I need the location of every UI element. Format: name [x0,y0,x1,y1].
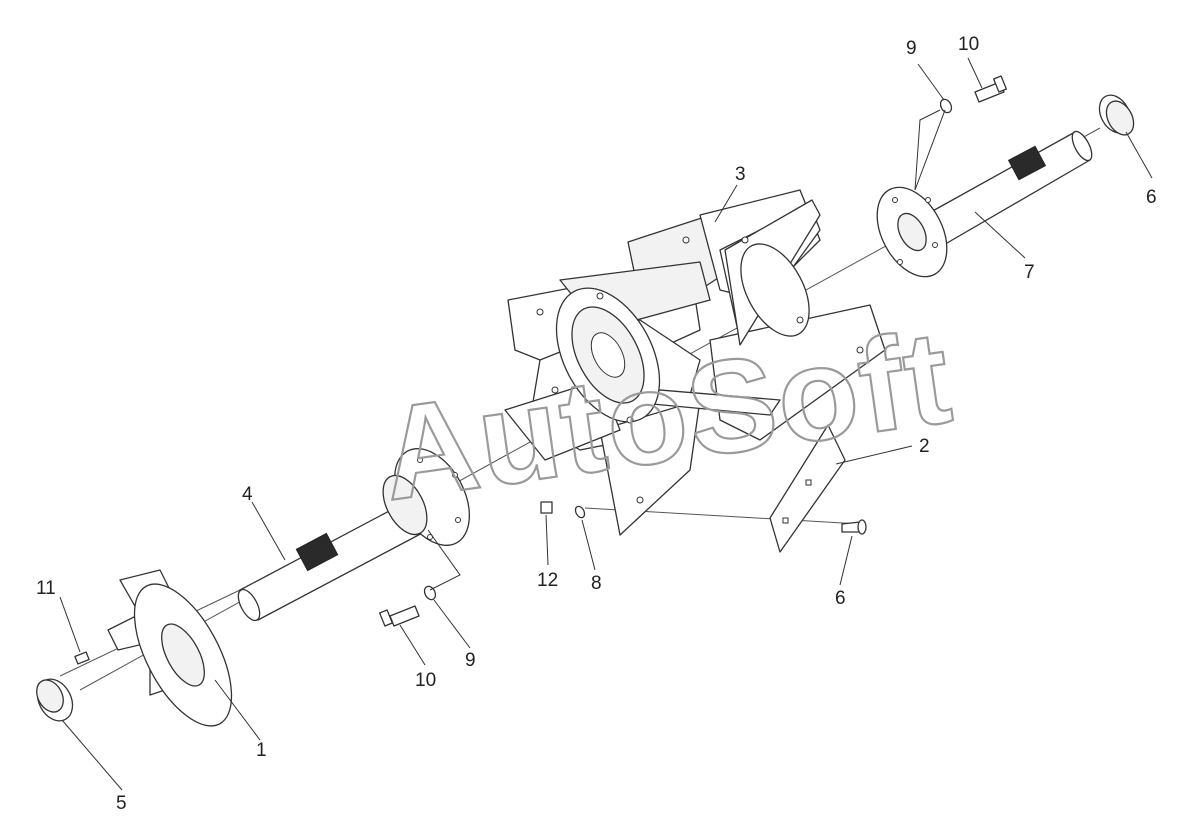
callout-8: 8 [591,573,602,594]
left-shaft [237,448,470,622]
fasteners [74,75,1007,665]
callout-2: 2 [919,436,930,457]
rotor-frame [504,189,886,536]
right-shaft [876,130,1093,278]
callout-4: 4 [242,484,253,505]
callout-12: 12 [537,570,558,591]
callout-11: 11 [36,578,56,599]
callout-9-bottom: 9 [465,650,476,671]
callout-10-top: 10 [958,34,979,55]
leader-lines [59,57,1153,791]
callout-6-right: 6 [1146,187,1157,208]
callout-10-bottom: 10 [415,670,436,691]
callout-3: 3 [735,164,746,185]
knife-blade [769,424,846,553]
callout-7: 7 [1024,262,1035,283]
left-bearing-ring [36,678,74,722]
callout-labels: 1 2 3 4 5 6 6 7 8 9 9 10 10 11 12 [36,34,1157,814]
right-bearing-ring [1098,94,1135,136]
callout-5: 5 [116,793,127,814]
callout-1: 1 [256,740,267,761]
callout-6-lower: 6 [835,588,846,609]
callout-9-top: 9 [906,38,917,59]
fan-impeller [107,569,233,727]
